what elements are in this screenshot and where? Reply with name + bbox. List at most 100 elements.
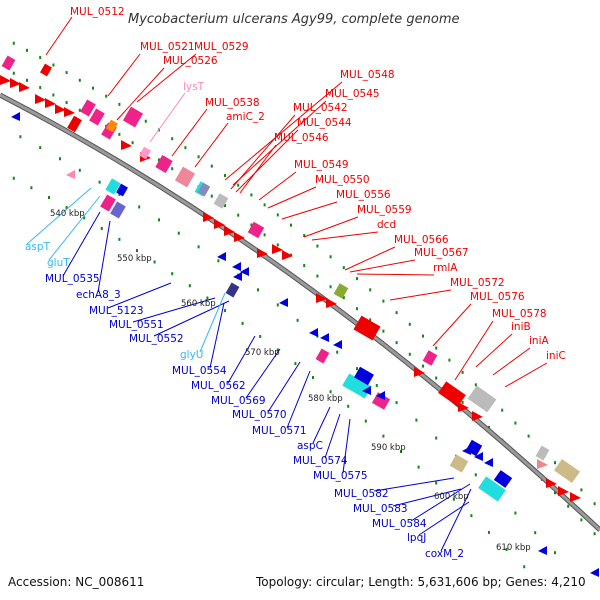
leader-line — [232, 100, 327, 186]
gene-label[interactable]: MUL_0549 — [294, 159, 349, 171]
track-dot — [257, 288, 259, 292]
track-dot — [39, 86, 42, 90]
track-dot — [488, 530, 490, 534]
leader-line — [149, 92, 186, 143]
track-dot — [461, 400, 464, 404]
gene-label[interactable]: MUL_0554 — [172, 365, 227, 377]
track-dot — [263, 203, 266, 207]
gene-label[interactable]: MUL_0570 — [232, 409, 287, 421]
gene-arrow — [257, 248, 268, 258]
gene-label[interactable]: MUL_0574 — [293, 455, 348, 467]
leader-line — [199, 292, 226, 353]
gene-label[interactable]: MUL_0571 — [252, 425, 307, 437]
gene-label[interactable]: iniA — [529, 335, 549, 347]
track-dot — [417, 465, 420, 469]
track-dot — [356, 367, 358, 371]
track-dot — [276, 303, 279, 307]
gene-label[interactable]: MUL_0572 — [450, 277, 505, 289]
track-dot — [158, 158, 160, 162]
gene-label[interactable]: MUL_0545 — [325, 88, 380, 100]
gene-label[interactable]: MUL_0521 — [140, 41, 195, 53]
track-dot — [65, 206, 68, 210]
track-dot — [39, 146, 42, 150]
gene-label[interactable]: MUL_0582 — [334, 488, 389, 500]
gene-label[interactable]: MUL_0542 — [293, 102, 348, 114]
track-dot — [505, 547, 508, 551]
gene-label[interactable]: aspT — [25, 241, 51, 253]
track-dot — [523, 565, 526, 569]
gene-label[interactable]: MUL_0526 — [163, 55, 218, 67]
gene-label[interactable]: lpqJ — [407, 532, 426, 544]
gene-label[interactable]: MUL_0567 — [414, 247, 469, 259]
gene-block — [493, 470, 513, 488]
gene-label[interactable]: MUL_0576 — [470, 291, 525, 303]
leader-line — [245, 348, 281, 399]
track-dot — [118, 102, 121, 106]
leader-line — [349, 259, 416, 273]
track-dot — [12, 41, 15, 45]
gene-label[interactable]: lysT — [183, 81, 205, 93]
track-dot — [303, 234, 306, 238]
gene-block — [315, 348, 330, 364]
leader-line — [312, 406, 331, 444]
gene-block — [174, 166, 196, 188]
gene-label[interactable]: rmlA — [433, 262, 458, 274]
track-dot — [92, 86, 94, 90]
leader-line — [107, 53, 141, 97]
gene-label[interactable]: MUL_0512 — [70, 6, 125, 18]
gene-label[interactable]: MUL_0535 — [45, 273, 100, 285]
gene-block — [106, 119, 118, 133]
gene-label[interactable]: MUL_0529 — [194, 41, 249, 53]
gene-block — [465, 439, 483, 457]
gene-label[interactable]: MUL_0552 — [129, 333, 184, 345]
track-dot — [395, 341, 398, 345]
gene-block — [333, 283, 349, 299]
gene-arrow — [45, 98, 56, 108]
gene-label[interactable]: MUL_0569 — [211, 395, 266, 407]
track-dot — [241, 321, 244, 325]
gene-label[interactable]: iniB — [511, 321, 531, 333]
track-dot — [250, 193, 253, 197]
track-dot — [435, 376, 438, 380]
gene-label[interactable]: MUL_0575 — [313, 470, 368, 482]
gene-label[interactable]: MUL_0548 — [340, 69, 395, 81]
gene-label[interactable]: MUL_0584 — [372, 518, 427, 530]
gene-label[interactable]: amiC_2 — [226, 111, 265, 123]
gene-label[interactable]: MUL_0551 — [109, 319, 164, 331]
gene-label[interactable]: MUL_0562 — [191, 380, 246, 392]
leader-line — [440, 488, 472, 552]
gene-label[interactable]: iniC — [546, 350, 566, 362]
gene-label[interactable]: MUL_5123 — [89, 305, 144, 317]
track-dot — [290, 223, 292, 227]
track-dot — [276, 213, 279, 217]
leader-line — [230, 114, 296, 190]
gene-label[interactable]: MUL_0538 — [205, 97, 260, 109]
gene-label[interactable]: MUL_0550 — [315, 174, 370, 186]
gene-arrow — [66, 170, 75, 179]
gene-label[interactable]: aspC — [297, 440, 323, 452]
track-dot — [78, 78, 81, 82]
gene-block — [478, 476, 506, 502]
gene-label[interactable]: MUL_0559 — [357, 204, 412, 216]
gene-label[interactable]: coxM_2 — [425, 548, 464, 560]
gene-label[interactable]: dcd — [377, 219, 396, 231]
gene-label[interactable]: MUL_0544 — [297, 117, 352, 129]
leader-line — [235, 129, 299, 193]
track-dot — [514, 511, 517, 515]
leader-line — [45, 16, 73, 56]
track-dot — [408, 352, 411, 356]
gene-label[interactable]: echA8_3 — [76, 289, 121, 301]
gene-label[interactable]: glyU — [180, 349, 203, 361]
gene-label[interactable]: gluT — [47, 257, 70, 269]
gene-label[interactable]: MUL_0556 — [336, 189, 391, 201]
track-dot — [250, 223, 253, 227]
track-dot — [296, 318, 299, 322]
track-dot — [100, 226, 103, 230]
gene-label[interactable]: MUL_0578 — [492, 308, 547, 320]
gene-label[interactable]: MUL_0546 — [274, 132, 329, 144]
gene-arrow — [11, 112, 20, 121]
gene-label[interactable]: MUL_0583 — [353, 503, 408, 515]
gene-label[interactable]: MUL_0566 — [394, 234, 449, 246]
gene-arrow — [546, 478, 557, 488]
gene-arrow — [64, 107, 75, 117]
